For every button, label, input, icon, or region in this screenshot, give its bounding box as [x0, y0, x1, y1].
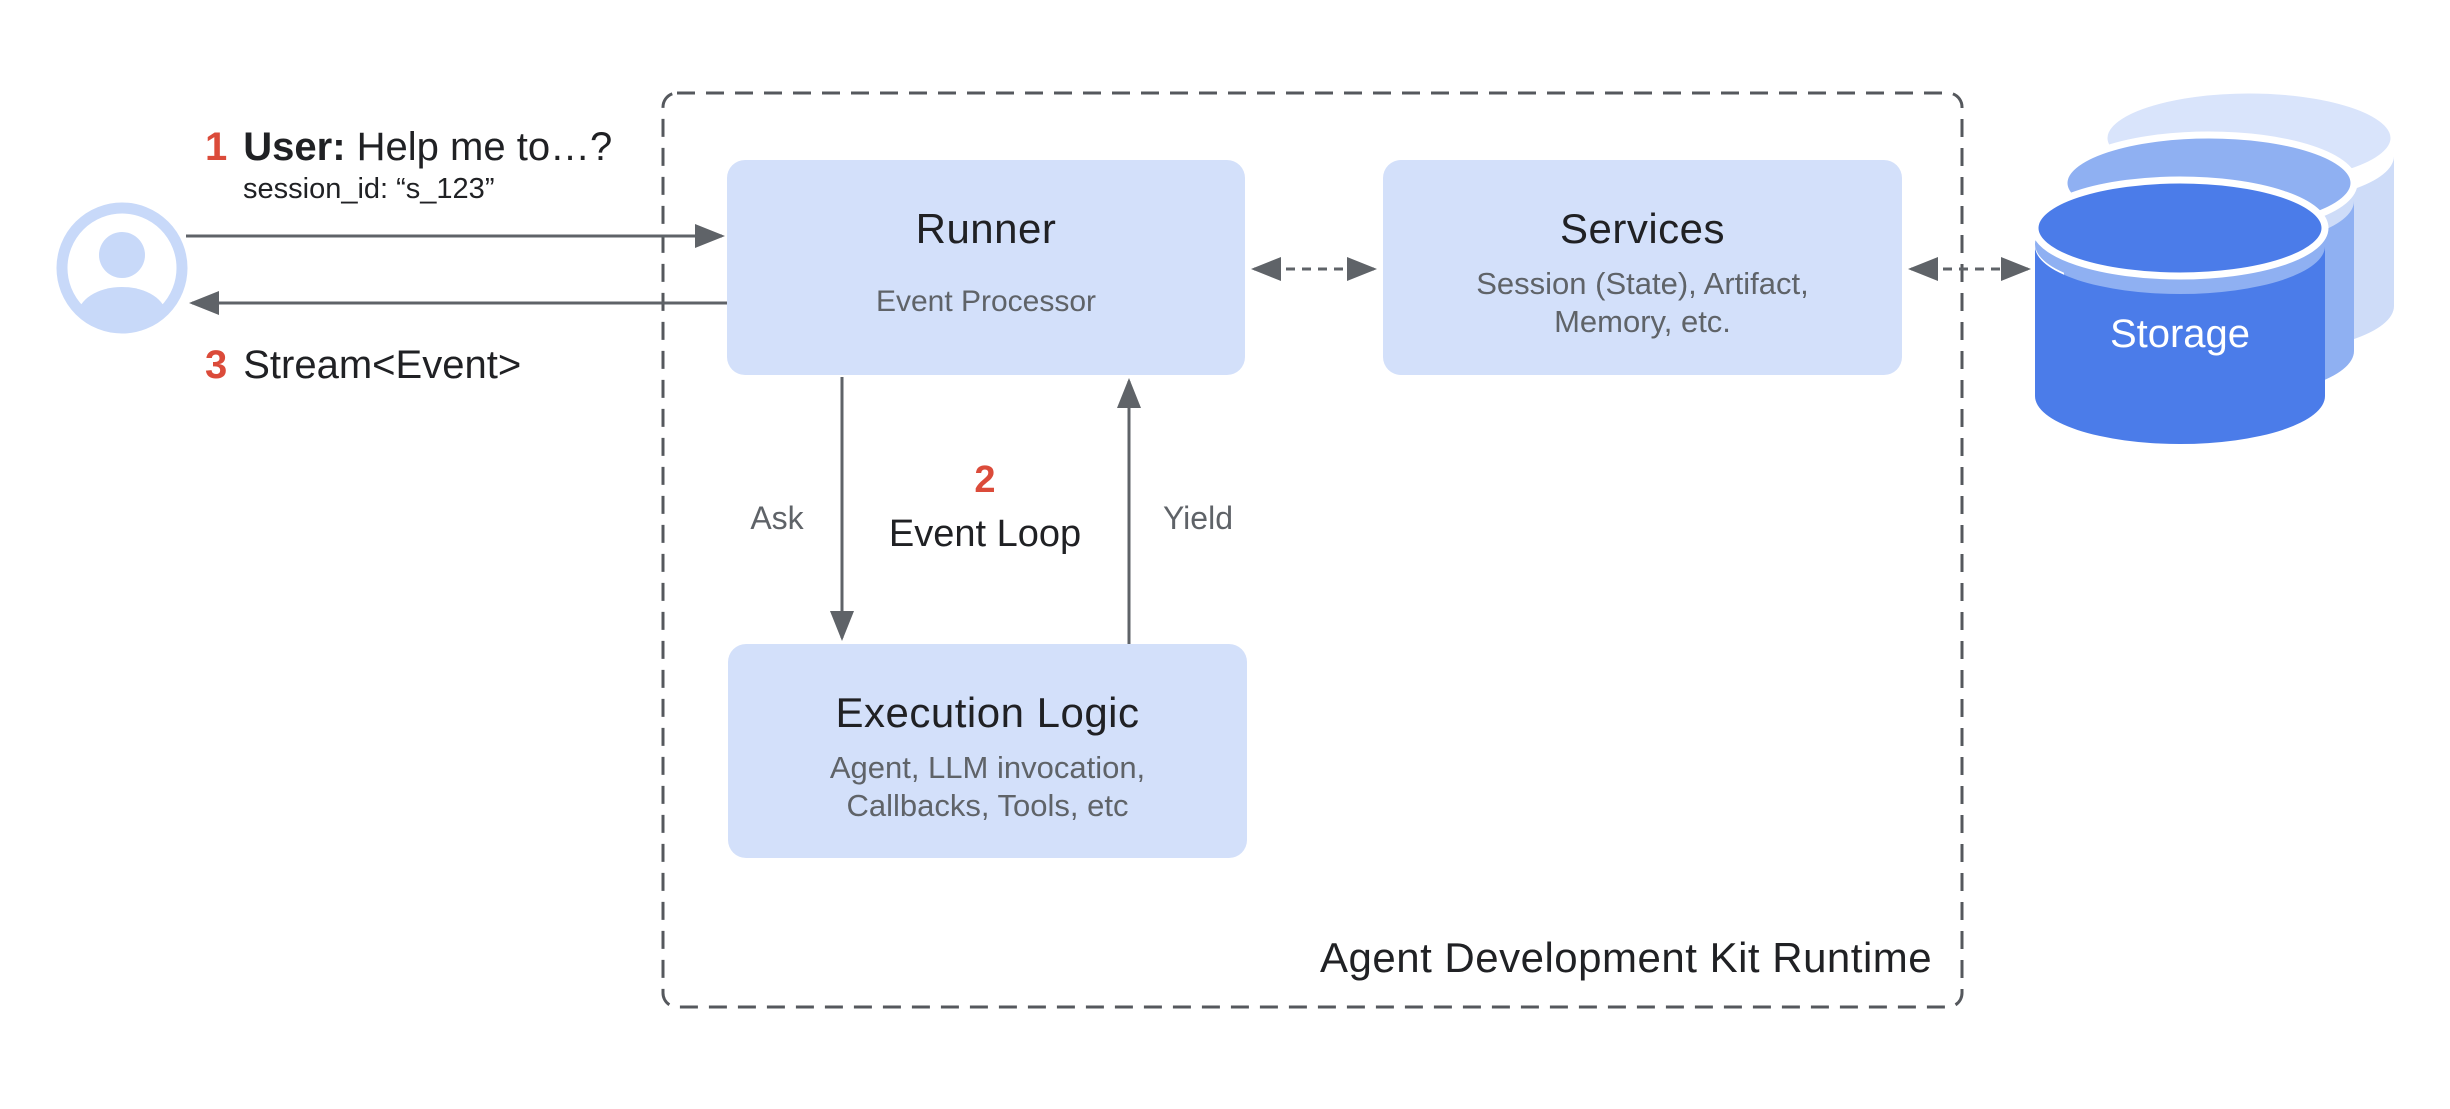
execution-logic-title: Execution Logic	[835, 689, 1140, 736]
step-1-number: 1	[205, 125, 228, 169]
services-node: Services Session (State), Artifact, Memo…	[1383, 160, 1902, 375]
step-1-text: User: Help me to…?	[243, 124, 612, 170]
runner-title: Runner	[915, 205, 1057, 252]
execution-logic-node: Execution Logic Agent, LLM invocation, C…	[728, 644, 1247, 858]
runtime-container-label: Agent Development Kit Runtime	[1320, 934, 1933, 981]
storage-label: Storage	[2109, 312, 2251, 356]
yield-edge-label: Yield	[1163, 500, 1233, 536]
user-message: Help me to…?	[356, 125, 613, 169]
step-2-number: 2	[974, 459, 996, 501]
services-subtitle-line-2: Memory, etc.	[1554, 304, 1731, 339]
execution-logic-subtitle: Agent, LLM invocation, Callbacks, Tools,…	[830, 749, 1145, 825]
storage-database-icon	[2031, 86, 2398, 444]
step-1-request-label: 1 User: Help me to…?	[205, 124, 612, 170]
event-loop-label: Event Loop	[888, 513, 1082, 555]
user-avatar-icon	[56, 202, 188, 334]
execution-subtitle-line-2: Callbacks, Tools, etc	[846, 788, 1129, 823]
services-subtitle-line-1: Session (State), Artifact,	[1476, 266, 1809, 301]
runner-node: Runner	[727, 160, 1245, 375]
event-loop-label-block: 2 Event Loop	[835, 458, 1135, 556]
step-3-number: 3	[205, 343, 228, 387]
services-title: Services	[1559, 205, 1726, 252]
services-subtitle: Session (State), Artifact, Memory, etc.	[1476, 265, 1809, 341]
step-3-response-label: 3 Stream<Event>	[205, 342, 521, 388]
event-processor-label: Event Processor	[875, 285, 1097, 318]
stream-event-label: Stream<Event>	[243, 343, 522, 387]
ask-edge-label: Ask	[750, 500, 804, 536]
execution-subtitle-line-1: Agent, LLM invocation,	[829, 750, 1146, 785]
user-actor-label: User:	[243, 125, 346, 169]
session-id-label: session_id: “s_123”	[243, 173, 495, 205]
